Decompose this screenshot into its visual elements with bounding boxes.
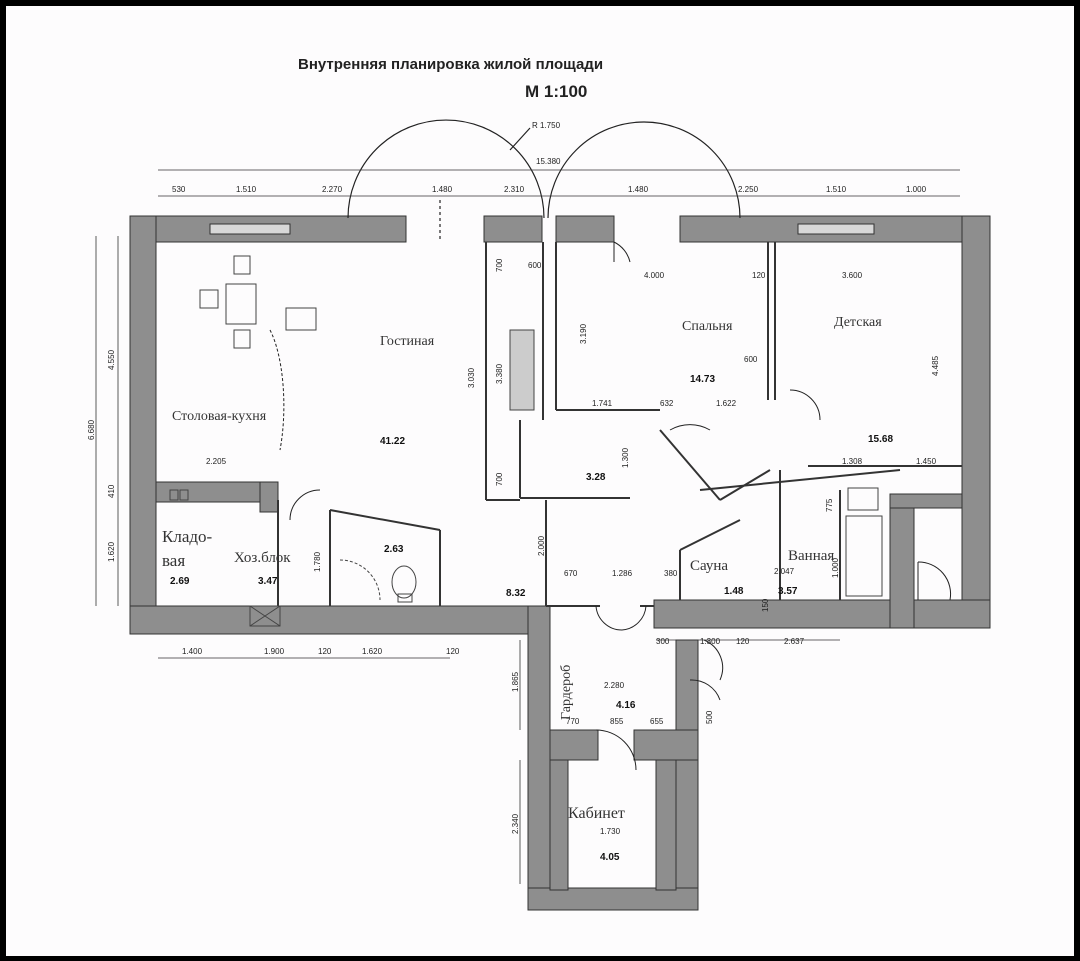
dim-1000: 1.000 [831,557,840,578]
plan-scale: М 1:100 [525,82,588,101]
dim-2000: 2.000 [537,535,546,556]
dim-bottom-right: 300 1.300 120 2.637 [656,637,805,646]
dim-1300: 1.300 [621,447,630,468]
dim-left-a: 4.550 [107,349,116,370]
dim-bottom-4: 120 [446,647,460,656]
dim-left-b: 410 [107,484,116,498]
plan-title: Внутренняя планировка жилой площади [298,56,604,73]
dim-top-6: 2.250 [738,185,759,194]
room-kozblok-area: 3.47 [258,576,278,587]
dim-bottom-right-0: 300 [656,637,670,646]
dim-bottom-2: 120 [318,647,332,656]
room-wc-area: 2.63 [384,544,404,555]
dim-1308: 1.308 [842,457,863,466]
door-swings [269,241,952,771]
dim-top-8: 1.000 [906,185,927,194]
room-vannaya-area: 3.57 [778,586,798,597]
dim-top-4: 2.310 [504,185,525,194]
dim-3380: 3.380 [495,363,504,384]
bay-arcs [347,119,741,240]
room-sauna-area: 1.48 [724,586,744,597]
room-sauna-label: Сауна [690,558,728,574]
dim-top-row: 530 1.510 2.270 1.480 2.310 1.480 2.250 1.510 1.… [172,185,927,194]
dim-700a: 700 [495,258,504,272]
dim-top-2: 2.270 [322,185,343,194]
dimension-lines [95,169,960,884]
dim-2280: 2.280 [604,681,625,690]
dim-1730: 1.730 [600,827,621,836]
dim-670: 670 [564,569,578,578]
interior-walls [277,242,962,607]
room-detskaya-label: Детская [834,315,882,330]
dim-500: 500 [705,710,714,724]
dim-2340: 2.340 [511,813,520,834]
room-vannaya-label: Ванная [788,548,834,564]
dim-3600: 3.600 [842,271,863,280]
furniture [169,255,883,627]
dim-770: 770 [566,717,580,726]
dim-1865: 1.865 [511,671,520,692]
room-gostinaya-area: 41.22 [380,436,405,447]
dim-2205: 2.205 [206,457,227,466]
room-spalnya-label: Спальня [682,319,733,334]
room-kladovaya-label-2: вая [162,551,185,570]
dim-bottom-0: 1.400 [182,647,203,656]
room-gostinaya-label: Гостиная [380,334,435,349]
dim-120a: 120 [752,271,766,280]
dim-top-3: 1.480 [432,185,453,194]
room-detskaya-area: 15.68 [868,434,893,445]
dim-600b: 600 [744,355,758,364]
dim-4485: 4.485 [931,355,940,376]
dim-4000: 4.000 [644,271,665,280]
room-kabinet-area: 4.05 [600,852,620,863]
floor-plan-sheet: Внутренняя планировка жилой площади М 1:… [6,6,1074,956]
room-koridor-area: 8.32 [506,588,526,599]
dim-top-7: 1.510 [826,185,847,194]
room-garderob-area: 4.16 [616,700,636,711]
room-garderob-label: Гардероб [559,665,574,720]
room-stolovaya-label: Столовая-кухня [172,409,267,424]
dim-700b: 700 [495,472,504,486]
dim-150: 150 [761,598,770,612]
dim-bottom-1: 1.900 [264,647,285,656]
radius-label: R 1.750 [532,121,561,130]
dim-1286: 1.286 [612,569,633,578]
dim-655: 655 [650,717,664,726]
dim-bottom-row: 1.400 1.900 120 1.620 120 [182,647,460,656]
dim-left-total: 6.680 [87,419,96,440]
dim-bottom-right-3: 2.637 [784,637,805,646]
room-kladovaya-area: 2.69 [170,576,190,587]
dim-3030: 3.030 [467,367,476,388]
dim-1780: 1.780 [313,551,322,572]
room-kladovaya-label-1: Кладо- [162,527,213,546]
room-kozblok-label: Хоз.блок [234,550,291,566]
dim-top-0: 530 [172,185,186,194]
dim-1450: 1.450 [916,457,937,466]
dim-380: 380 [664,569,678,578]
dim-855: 855 [610,717,624,726]
dim-2047: 2.047 [774,567,795,576]
dim-top-5: 1.480 [628,185,649,194]
room-hall-area: 3.28 [586,472,606,483]
dim-top-1: 1.510 [236,185,257,194]
dim-bottom-right-2: 120 [736,637,750,646]
dim-1741: 1.741 [592,399,613,408]
dim-632: 632 [660,399,674,408]
dim-775: 775 [825,498,834,512]
dim-1622: 1.622 [716,399,737,408]
room-kabinet-label: Кабинет [568,805,625,822]
dim-top-total: 15.380 [536,157,561,166]
floor-plan-drawing: R 1.750 [87,119,991,911]
dim-bottom-right-1: 1.300 [700,637,721,646]
walls [129,215,991,911]
dim-bottom-3: 1.620 [362,647,383,656]
dim-3190: 3.190 [579,323,588,344]
room-spalnya-area: 14.73 [690,374,715,385]
dim-left-c: 1.620 [107,541,116,562]
dim-600a: 600 [528,261,542,270]
